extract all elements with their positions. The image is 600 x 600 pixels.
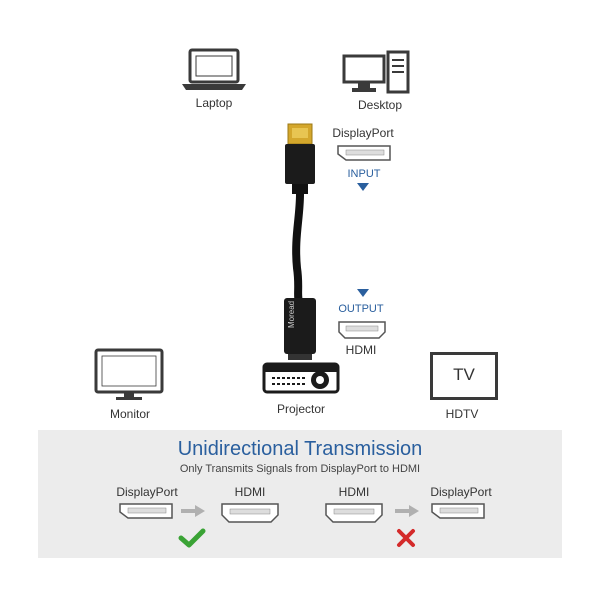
tv-screen-text: TV xyxy=(453,365,475,384)
monitor-label: Monitor xyxy=(109,407,150,421)
right-arrow-icon xyxy=(395,505,419,517)
desktop-icon xyxy=(342,50,410,94)
input-label: INPUT xyxy=(347,168,381,180)
dp-plug-body xyxy=(285,144,315,184)
input-port-label: DisplayPort xyxy=(332,126,394,140)
laptop-label: Laptop xyxy=(195,96,233,110)
left-to-label: HDMI xyxy=(234,485,266,499)
adapter-brand: Moread xyxy=(287,300,296,328)
output-port-label: HDMI xyxy=(345,343,377,357)
transmission-title: Unidirectional Transmission xyxy=(177,438,423,460)
transmission-band xyxy=(38,430,562,558)
right-hdmi-icon xyxy=(325,503,383,523)
hdmi-adapter-body xyxy=(284,298,316,354)
left-hdmi-icon xyxy=(221,503,279,523)
projector-label: Projector xyxy=(276,402,326,416)
right-to-label: DisplayPort xyxy=(430,485,492,499)
left-arrow-icon xyxy=(181,505,205,517)
right-displayport-icon xyxy=(431,503,485,519)
adapter-cable xyxy=(284,123,316,360)
left-displayport-icon xyxy=(119,503,173,519)
output-arrow-icon xyxy=(357,289,369,297)
transmission-subtitle: Only Transmits Signals from DisplayPort … xyxy=(179,463,421,475)
input-arrow-icon xyxy=(357,183,369,191)
cross-icon xyxy=(397,529,415,547)
desktop-label: Desktop xyxy=(357,98,403,112)
check-icon xyxy=(178,528,206,548)
monitor-icon xyxy=(94,348,164,400)
hdmi-port-icon xyxy=(338,321,386,339)
displayport-icon xyxy=(337,145,391,161)
hdtv-label: HDTV xyxy=(445,407,479,421)
laptop-icon xyxy=(182,48,246,90)
output-label: OUTPUT xyxy=(338,303,384,315)
right-from-label: HDMI xyxy=(338,485,370,499)
tv-icon: TV xyxy=(430,352,498,400)
left-from-label: DisplayPort xyxy=(116,485,178,499)
projector-icon xyxy=(262,362,340,394)
